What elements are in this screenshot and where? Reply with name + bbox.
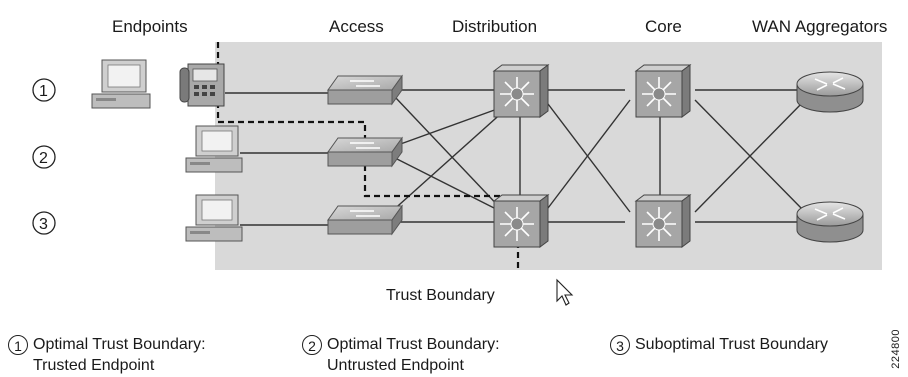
pc-icon bbox=[185, 125, 243, 173]
pc-icon bbox=[91, 59, 151, 109]
core-switch-icon bbox=[634, 194, 692, 248]
distribution-switch-icon bbox=[492, 64, 550, 118]
header-distribution: Distribution bbox=[452, 17, 537, 36]
access-switch-icon bbox=[327, 74, 403, 106]
row-number-2: 2 bbox=[32, 145, 56, 169]
header-core: Core bbox=[645, 17, 682, 36]
access-switch-icon bbox=[327, 204, 403, 236]
legend-line2: Untrusted Endpoint bbox=[327, 357, 464, 374]
legend-line1: Optimal Trust Boundary: bbox=[33, 336, 206, 353]
legend-number: 1 bbox=[8, 334, 28, 355]
svg-text:1: 1 bbox=[39, 83, 48, 100]
legend-number: 3 bbox=[610, 334, 630, 355]
legend-line1: Optimal Trust Boundary: bbox=[327, 336, 500, 353]
link-access2-dist1 bbox=[394, 107, 501, 147]
header-wan-aggregators: WAN Aggregators bbox=[752, 17, 887, 36]
access-switch-icon bbox=[327, 136, 403, 168]
legend-item-1: 1 Optimal Trust Boundary: Trusted Endpoin… bbox=[8, 334, 206, 376]
link-access1-dist2 bbox=[394, 96, 506, 214]
link-core2-wan1 bbox=[694, 99, 806, 213]
header-access: Access bbox=[329, 17, 384, 36]
legend-item-2: 2 Optimal Trust Boundary: Untrusted Endpo… bbox=[302, 334, 500, 376]
legend-line2: Trusted Endpoint bbox=[33, 357, 155, 374]
legend-item-3: 3 Suboptimal Trust Boundary bbox=[610, 334, 828, 355]
svg-text:3: 3 bbox=[39, 216, 48, 233]
wan-router-icon bbox=[796, 201, 864, 243]
figure-id: 224800 bbox=[890, 329, 902, 369]
link-access2-dist2 bbox=[394, 157, 499, 211]
trust-boundary-label: Trust Boundary bbox=[386, 287, 495, 304]
wan-router-icon bbox=[796, 71, 864, 113]
link-dist2-core1 bbox=[544, 99, 631, 213]
row-number-3: 3 bbox=[32, 211, 56, 235]
header-endpoints: Endpoints bbox=[112, 17, 188, 36]
mouse-cursor-icon bbox=[556, 278, 574, 306]
pc-icon bbox=[185, 194, 243, 242]
svg-text:2: 2 bbox=[39, 150, 48, 167]
distribution-switch-icon bbox=[492, 194, 550, 248]
row-number-1: 1 bbox=[32, 78, 56, 102]
legend-number: 2 bbox=[302, 334, 322, 355]
ip-phone-icon bbox=[179, 63, 225, 107]
legend-line1: Suboptimal Trust Boundary bbox=[635, 336, 828, 353]
core-switch-icon bbox=[634, 64, 692, 118]
links bbox=[225, 89, 806, 226]
